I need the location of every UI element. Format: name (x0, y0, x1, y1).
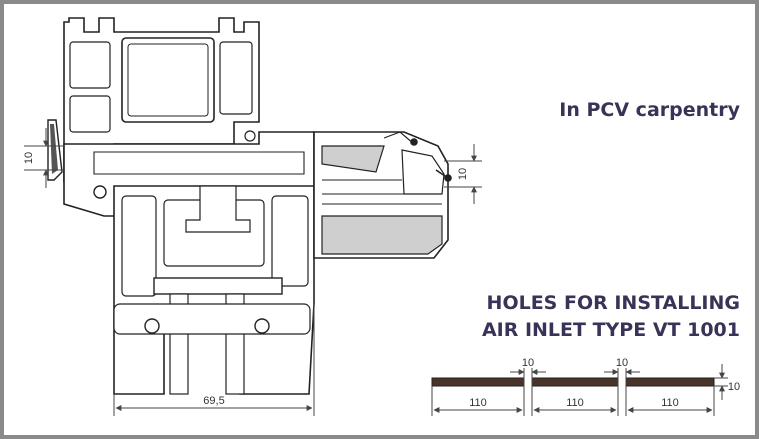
dim-left-offset: 10 (23, 152, 35, 164)
slot-2 (531, 377, 619, 387)
frame-base (113, 303, 311, 335)
dim-slot-length-1: 110 (469, 397, 487, 409)
dim-slot-gap-2: 10 (616, 357, 628, 369)
dim-slot-height: 10 (728, 381, 740, 393)
sash-chamber-2 (69, 95, 111, 133)
frame-chamber-3 (271, 195, 309, 287)
dimension-lines (24, 128, 482, 416)
dim-slot-length-3: 110 (661, 397, 679, 409)
vent-cavity-bottom (321, 215, 443, 255)
dim-slot-gap-1: 10 (522, 357, 534, 369)
sash-rail-inner (93, 151, 305, 175)
frame-chamber-1 (121, 195, 157, 297)
slot-diagram: 10 10 10 110 110 110 (431, 357, 740, 416)
sash-chamber-3 (219, 41, 253, 115)
frame-tee (185, 185, 251, 233)
slot-1 (431, 377, 525, 387)
slot-3 (625, 377, 715, 387)
air-inlet-vent (313, 131, 452, 259)
left-gasket (47, 119, 63, 181)
heading-holes-line2: AIR INLET TYPE VT 1001 (482, 319, 740, 341)
vent-flap (401, 149, 445, 195)
dim-slot-length-2: 110 (566, 397, 584, 409)
title-pcv-carpentry: In PCV carpentry (559, 99, 740, 121)
heading-holes-line1: HOLES FOR INSTALLING (487, 292, 740, 314)
glass-inner (127, 43, 209, 117)
frame-sill (153, 277, 283, 295)
dim-profile-width: 69,5 (203, 395, 224, 407)
window-profile-section (63, 17, 315, 395)
diagram-canvas: 10 10 69,5 In PCV carpentry HOLES FOR IN… (23, 17, 741, 416)
vent-cavity-top (321, 145, 385, 173)
sash-chamber-1 (69, 41, 111, 89)
dim-right-offset: 10 (457, 168, 469, 180)
